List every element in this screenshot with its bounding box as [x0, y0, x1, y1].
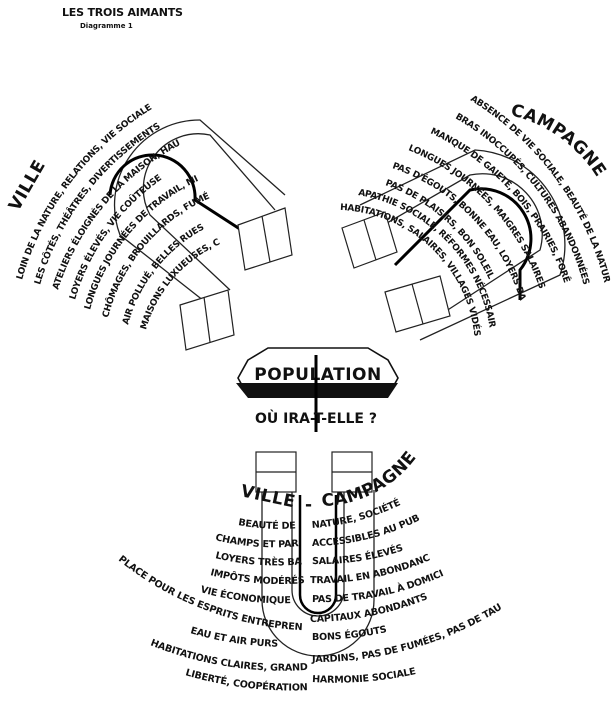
- vc-right-line-9: HARMONIE SOCIALE: [312, 666, 417, 686]
- svg-text:VIE ÉCONOMIQUE: VIE ÉCONOMIQUE: [199, 584, 291, 606]
- vc-right-line-7: BONS ÉGOUTS: [312, 624, 388, 643]
- population-center: POPULATION OÙ IRA-T-ELLE ?: [236, 348, 398, 432]
- ville-magnet: VILLE LOIN DE LA NATURE, RELATIONS, VIE …: [0, 0, 292, 350]
- ville-campagne-magnet: VILLE - CAMPAGNE BEAUTÉ DE LA CHAMPS ET …: [0, 0, 504, 693]
- vc-left-line-5: VIE ÉCONOMIQUE: [199, 584, 291, 606]
- population-question: OÙ IRA-T-ELLE ?: [255, 409, 377, 427]
- svg-text:APATHIE SOCIALE, RÉFORMES NÉCE: APATHIE SOCIALE, RÉFORMES NÉCESSAIRES: [0, 0, 497, 329]
- ville-pole-top: [238, 208, 292, 270]
- vc-title-dash: -: [305, 495, 313, 515]
- ville-title: VILLE: [5, 157, 50, 215]
- population-label: POPULATION: [254, 365, 381, 385]
- svg-text:IMPÔTS MODÉRÉS: IMPÔTS MODÉRÉS: [209, 567, 305, 587]
- svg-text:BONS ÉGOUTS: BONS ÉGOUTS: [312, 624, 388, 643]
- campagne-pole-bottom: [385, 276, 450, 332]
- campagne-line-7: APATHIE SOCIALE, RÉFORMES NÉCESSAIRES: [0, 0, 497, 329]
- vc-left-line-4: IMPÔTS MODÉRÉS: [209, 567, 305, 587]
- ville-pole-bottom: [180, 290, 234, 350]
- svg-text:HARMONIE SOCIALE: HARMONIE SOCIALE: [312, 666, 417, 686]
